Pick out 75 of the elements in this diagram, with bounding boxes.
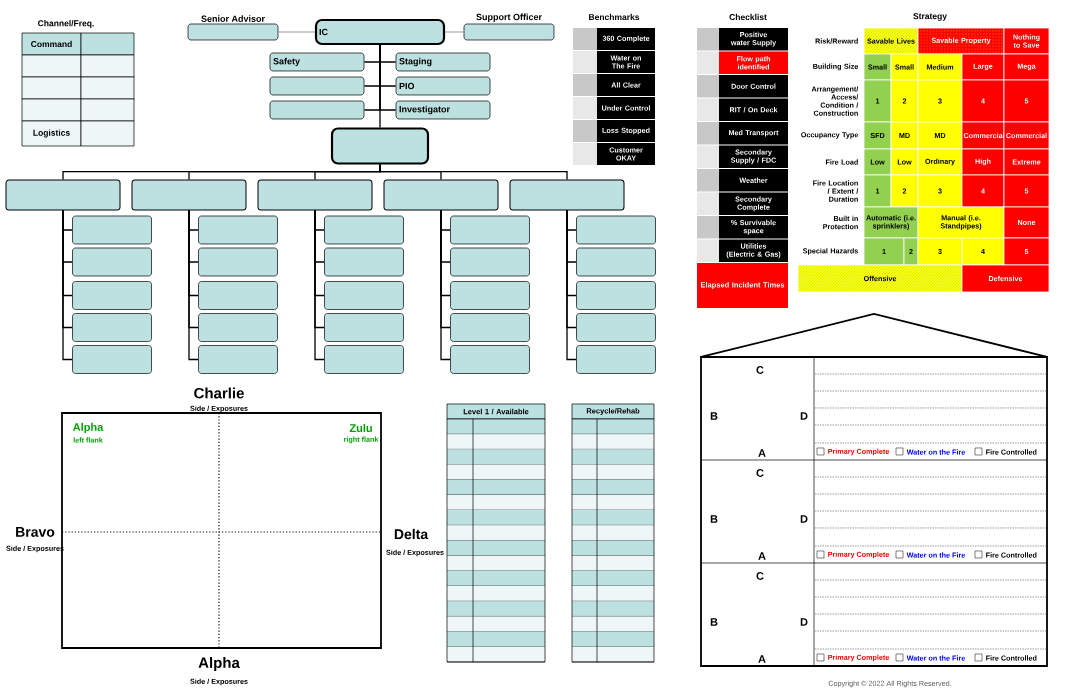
list-heading: Checklist	[729, 13, 767, 21]
side-letter: D	[800, 515, 808, 523]
connector-line	[379, 44, 381, 129]
side-letter: A	[758, 655, 766, 663]
blank-box	[324, 281, 404, 310]
blank-box	[198, 281, 278, 310]
side-letter: A	[758, 449, 766, 457]
blank-box	[576, 215, 656, 245]
blank-box	[198, 313, 278, 342]
blank-box	[198, 345, 278, 374]
side-label: Bravo	[16, 527, 55, 537]
side-letter: A	[758, 552, 766, 560]
side-label: Zulu	[349, 423, 372, 433]
list-heading: Benchmarks	[589, 13, 640, 21]
blank-box	[576, 247, 656, 277]
blank-box	[72, 281, 152, 310]
blank-box	[72, 215, 152, 245]
blank-box	[269, 100, 365, 120]
role-box: Safety	[269, 52, 365, 72]
connector-line	[62, 209, 73, 361]
side-label: Alpha	[198, 657, 240, 671]
connector-line	[379, 163, 568, 181]
blank-box	[450, 313, 530, 342]
blank-box	[324, 247, 404, 277]
blank-box	[198, 215, 278, 245]
connector-line	[314, 209, 325, 361]
blank-box	[576, 281, 656, 310]
node-label: Support Officer	[476, 13, 542, 22]
blank-box	[450, 215, 530, 245]
side-letter: D	[800, 618, 808, 626]
side-letter: B	[710, 515, 718, 523]
blank-box	[450, 281, 530, 310]
role-box: Support Officer	[463, 13, 555, 41]
blank-box	[576, 313, 656, 342]
side-label: Alpha	[73, 422, 104, 434]
connector-line	[188, 209, 199, 361]
blank-box	[330, 127, 430, 165]
role-box: PIO	[395, 76, 491, 96]
table-cell: Command	[21, 32, 82, 56]
connector-line	[277, 31, 316, 33]
blank-box	[257, 179, 373, 211]
blank-box	[383, 179, 499, 211]
side-letter: D	[800, 412, 808, 420]
blank-box	[450, 345, 530, 374]
table-heading: Channel/Freq.	[38, 20, 94, 28]
connector-line	[440, 209, 451, 361]
side-letter: C	[756, 572, 764, 580]
blank-box	[324, 215, 404, 245]
node-label: Senior Advisor	[201, 15, 265, 22]
table-heading: Strategy	[913, 13, 947, 21]
side-letter: C	[756, 366, 764, 374]
blank-box	[72, 313, 152, 342]
blank-box	[324, 313, 404, 342]
blank-box	[269, 76, 365, 96]
side-label: Delta	[394, 528, 429, 540]
side-label: Charlie	[194, 387, 244, 399]
blank-box	[509, 179, 625, 211]
role-box: Investigator	[395, 100, 491, 120]
side-letter: B	[710, 618, 718, 626]
role-box: Senior Advisor	[187, 15, 279, 41]
blank-box	[198, 247, 278, 277]
side-letter: B	[710, 412, 718, 420]
blank-box	[576, 345, 656, 374]
side-letter: C	[756, 469, 764, 477]
connector-line	[444, 31, 465, 33]
blank-box	[72, 345, 152, 374]
blank-box	[72, 247, 152, 277]
role-box: IC	[314, 18, 446, 46]
blank-box	[450, 247, 530, 277]
blank-box	[131, 179, 247, 211]
connector-line	[566, 209, 577, 361]
blank-box	[324, 345, 404, 374]
blank-box	[5, 179, 121, 211]
role-box: Staging	[395, 52, 491, 72]
table-cell: Logistics	[21, 120, 82, 147]
